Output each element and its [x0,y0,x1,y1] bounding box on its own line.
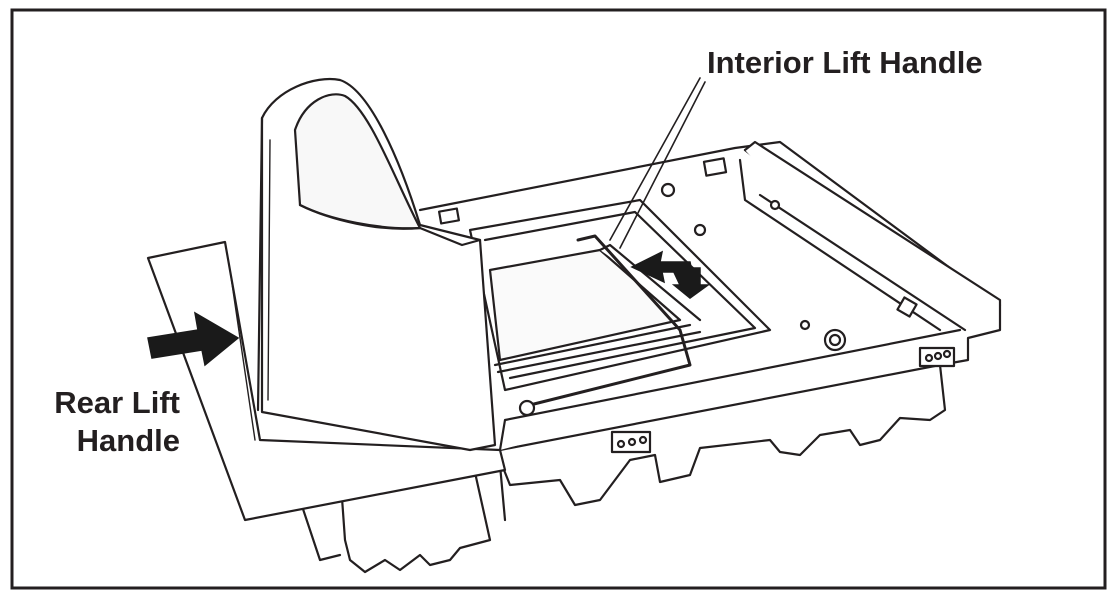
arrows [147,250,711,367]
rear-lift-handle-line2: Handle [76,423,180,458]
chassis-front-skirt [498,363,947,507]
rear-lift-handle-line1: Rear Lift [54,385,180,420]
interior-handle-leader [609,77,706,249]
platter-edge-lines [493,243,702,374]
chassis-right-wall [743,140,1002,367]
tower-side-shading [229,139,271,441]
rear-handle-arrow [147,311,240,367]
tower-front-face [256,116,482,412]
interior-lift-handle[interactable] [528,234,692,407]
interior-lift-handle-text: Interior Lift Handle [707,45,983,80]
platter-glass [488,248,682,362]
handle-knob [518,399,536,417]
rear-lift-handle-label: Rear Lift Handle [20,384,180,460]
chassis-right-inner [738,158,967,332]
top-plate [146,240,507,522]
chassis-top-edge [498,328,962,452]
interior-handle-arrow-up [670,267,711,299]
scanner-housing [146,77,1002,574]
chassis-holes [437,157,956,454]
interior-lift-handle-label: Interior Lift Handle [707,44,983,82]
